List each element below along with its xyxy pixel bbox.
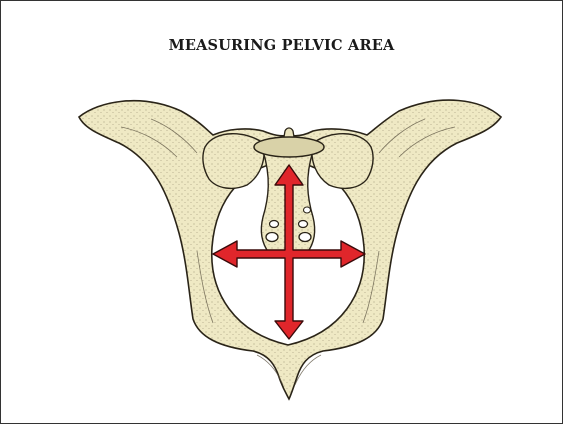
foramen-icon	[266, 233, 278, 242]
foramen-icon	[270, 221, 279, 228]
sacrum-wing-right-icon	[312, 134, 373, 189]
sacrum-wing-left-icon	[203, 134, 264, 189]
measurement-arrows-icon	[213, 165, 365, 339]
foramen-icon	[299, 233, 311, 242]
foramen-icon	[299, 221, 308, 228]
vertebral-disc-icon	[254, 137, 324, 157]
foramen-icon	[304, 207, 311, 213]
